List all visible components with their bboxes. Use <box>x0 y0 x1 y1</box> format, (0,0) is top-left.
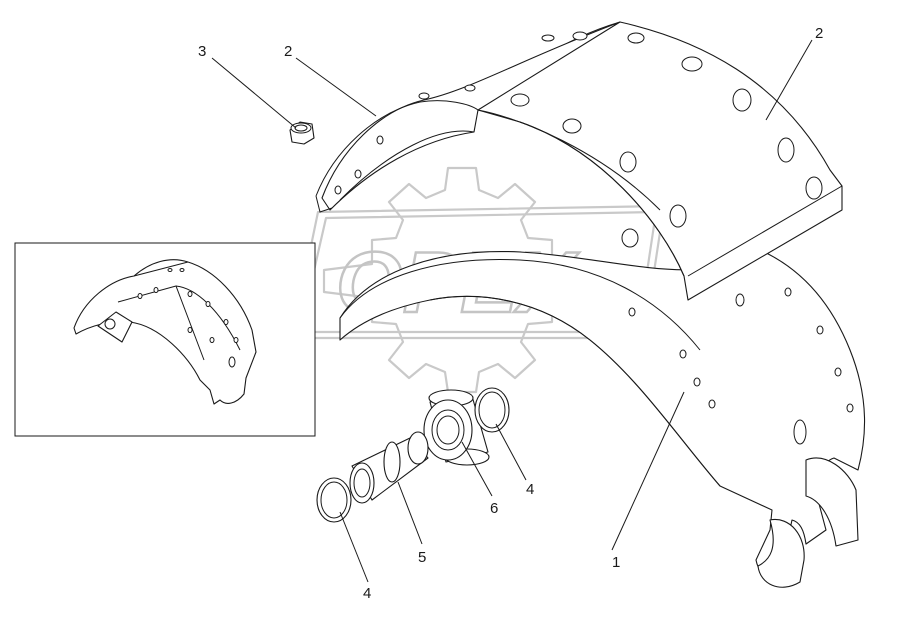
callout-6: 6 <box>490 500 498 517</box>
gear-watermark-icon <box>322 166 602 394</box>
callout-3: 3 <box>198 43 206 60</box>
brake-shoe-assembly <box>339 249 866 588</box>
callout-2-right: 2 <box>815 25 823 42</box>
leader-lines <box>211 39 813 583</box>
callout-labels: 3 2 2 1 4 6 5 4 <box>198 25 823 602</box>
callout-1: 1 <box>612 554 620 571</box>
callout-2-left: 2 <box>284 43 292 60</box>
callout-5: 5 <box>418 549 426 566</box>
brake-lining-left <box>321 21 621 211</box>
roller-pin <box>349 431 429 504</box>
assembled-view-inset <box>14 242 316 437</box>
roller-bushing <box>423 389 490 466</box>
snap-ring-right <box>474 387 510 433</box>
lining-rivet <box>289 121 315 145</box>
shoe-anchor-tab-lower <box>757 518 805 588</box>
brake-lining-set <box>315 21 843 301</box>
snap-ring-left <box>316 477 352 523</box>
callout-4-right: 4 <box>526 481 534 498</box>
shoe-anchor-tab-upper <box>805 457 859 547</box>
callout-4-left: 4 <box>363 585 371 602</box>
